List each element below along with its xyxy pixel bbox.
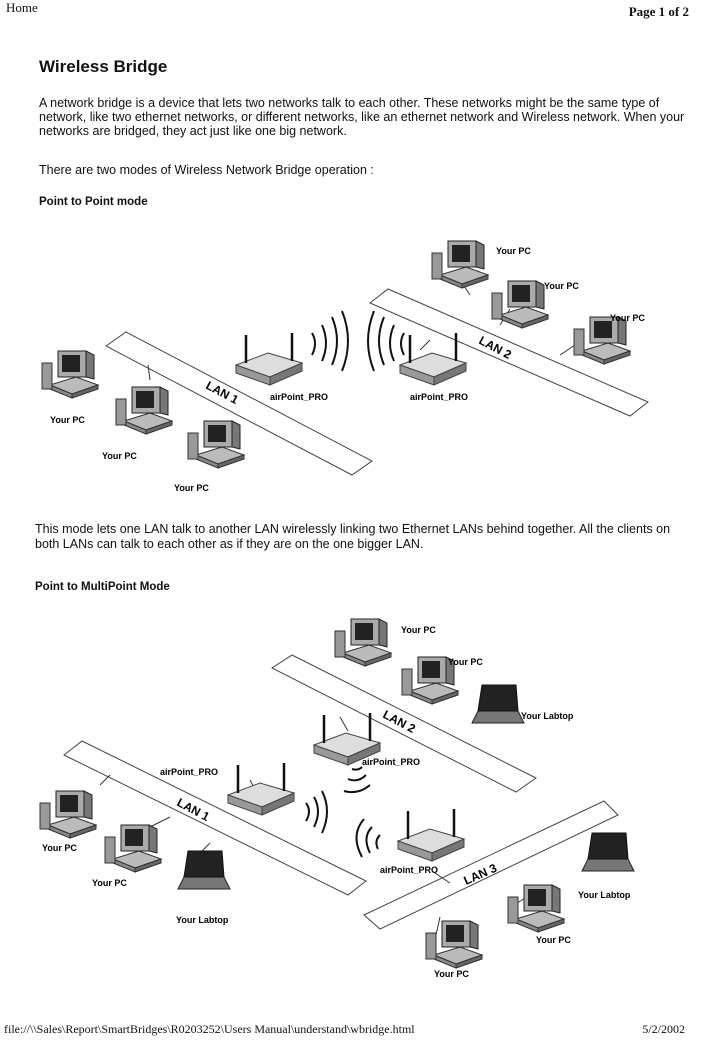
laptop-lan1 xyxy=(177,850,231,890)
pc-label: Your PC xyxy=(434,969,469,979)
signal-waves-right xyxy=(311,310,349,372)
header-home: Home xyxy=(6,0,38,15)
signal-waves-left-ap xyxy=(305,790,328,834)
ap-label: airPoint_PRO xyxy=(270,392,328,402)
ap-right xyxy=(398,331,468,387)
point-to-point-diagram: LAN 1 LAN 2 Your PC Your PC Your PC Your… xyxy=(41,240,649,493)
pc-label: Your PC xyxy=(50,415,85,425)
ap-label: airPoint_PRO xyxy=(380,865,438,875)
ap-right xyxy=(396,807,466,863)
pc-lan1-c xyxy=(187,420,245,469)
pc-lan2-a xyxy=(334,618,392,667)
heading-point-to-multipoint: Point to MultiPoint Mode xyxy=(35,581,170,593)
pc-label: Your PC xyxy=(544,281,579,291)
pc-lan2-c xyxy=(573,316,631,365)
pc-label: Your PC xyxy=(496,246,531,256)
ap-left xyxy=(226,761,296,817)
pc-label: Your PC xyxy=(102,451,137,461)
laptop-label: Your Labtop xyxy=(578,890,631,900)
laptop-lan3 xyxy=(581,832,635,872)
pc-lan1-a xyxy=(41,350,99,399)
modes-intro: There are two modes of Wireless Network … xyxy=(39,163,374,177)
footer-file-path: file://\\Sales\Report\SmartBridges\R0203… xyxy=(4,1022,415,1036)
point-to-multipoint-diagram: LAN 1 LAN 2 LAN 3 Your PC Your PC Your L… xyxy=(39,618,635,979)
pc-lan1-b xyxy=(104,824,162,873)
pc-lan3-b xyxy=(425,920,483,969)
pc-lan1-a xyxy=(39,790,97,839)
lan2-bar xyxy=(271,654,537,793)
header-page-number: Page 1 of 2 xyxy=(628,4,689,19)
signal-waves-top-ap xyxy=(343,766,371,794)
lan1-bar xyxy=(63,740,367,896)
ap-label: airPoint_PRO xyxy=(362,757,420,767)
ap-label: airPoint_PRO xyxy=(160,767,218,777)
pc-label: Your PC xyxy=(610,313,645,323)
ap-left xyxy=(234,331,304,387)
signal-waves-left xyxy=(367,310,405,372)
lan2-bar xyxy=(369,288,649,417)
heading-point-to-point: Point to Point mode xyxy=(39,196,148,208)
signal-waves-right-ap xyxy=(355,818,381,858)
pc-label: Your PC xyxy=(401,625,436,635)
intro-paragraph: A network bridge is a device that lets t… xyxy=(39,96,685,138)
laptop-label: Your Labtop xyxy=(521,711,574,721)
pc-label: Your PC xyxy=(42,843,77,853)
pc-label: Your PC xyxy=(174,483,209,493)
pc-lan1-b xyxy=(115,386,173,435)
point-to-point-caption: This mode lets one LAN talk to another L… xyxy=(35,522,671,551)
footer-date: 5/2/2002 xyxy=(642,1022,685,1036)
pc-lan3-a xyxy=(507,884,565,933)
pc-lan2-b xyxy=(491,280,549,329)
pc-label: Your PC xyxy=(92,878,127,888)
lan3-bar xyxy=(363,800,619,930)
page-title: Wireless Bridge xyxy=(39,57,168,76)
pc-label: Your PC xyxy=(448,657,483,667)
pc-lan2-a xyxy=(431,240,489,289)
pc-label: Your PC xyxy=(536,935,571,945)
lan1-bar xyxy=(105,331,373,476)
laptop-lan2 xyxy=(471,684,525,724)
laptop-label: Your Labtop xyxy=(176,915,229,925)
ap-label: airPoint_PRO xyxy=(410,392,468,402)
